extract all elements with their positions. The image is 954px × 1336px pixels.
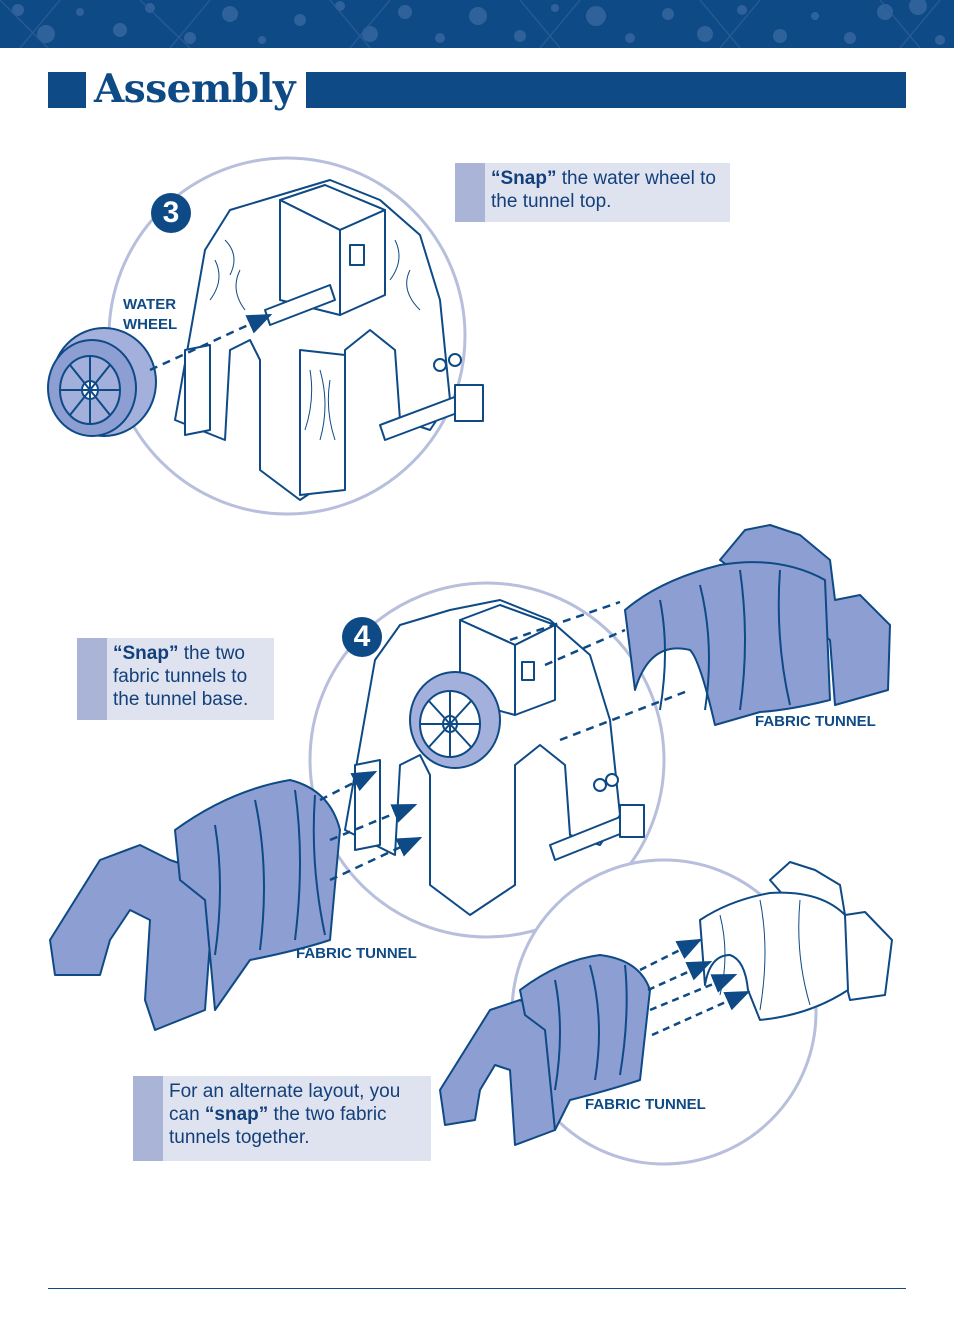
fabric-tunnel-label-alternate: FABRIC TUNNEL bbox=[585, 1096, 706, 1113]
step3-instruction: “Snap” the water wheel to the tunnel top… bbox=[455, 163, 730, 222]
water-wheel-label-line1: WATER bbox=[123, 296, 177, 313]
snap-emphasis: “Snap” bbox=[491, 168, 557, 189]
footer-divider bbox=[48, 1288, 906, 1289]
alternate-instruction: For an alternate layout, you can “snap” … bbox=[133, 1076, 431, 1161]
water-wheel-label-line2: WHEEL bbox=[123, 316, 178, 333]
step-3-badge: 3 bbox=[151, 193, 191, 233]
water-wheel-label: WATER WHEEL bbox=[123, 295, 177, 335]
dot-pattern bbox=[0, 0, 945, 48]
snap-arrow-icon bbox=[319, 770, 378, 802]
snap-arrow-icon bbox=[329, 836, 423, 882]
note-tab bbox=[133, 1076, 163, 1161]
snap-emphasis: “snap” bbox=[204, 1104, 269, 1125]
step4-instruction: “Snap” the two fabric tunnels to the tun… bbox=[77, 638, 274, 720]
water-wheel-icon bbox=[47, 327, 157, 437]
snap-arrow-icon bbox=[559, 688, 691, 742]
step-4-badge: 4 bbox=[342, 617, 382, 657]
snap-emphasis: “Snap” bbox=[113, 643, 179, 664]
step3-instruction-rest: the water wheel to the tunnel top. bbox=[491, 168, 716, 212]
header-band bbox=[0, 0, 954, 48]
title-row: Assembly bbox=[48, 66, 906, 112]
snap-arrow-icon bbox=[509, 600, 621, 642]
step4-instruction-text: “Snap” the two fabric tunnels to the tun… bbox=[113, 642, 266, 711]
snap-arrow-icon bbox=[649, 973, 738, 1012]
title-accent-bar bbox=[306, 72, 906, 108]
note-tab bbox=[77, 638, 107, 720]
alternate-instruction-text: For an alternate layout, you can “snap” … bbox=[169, 1080, 423, 1149]
snap-arrow-icon bbox=[544, 628, 626, 667]
fabric-tunnel-icon bbox=[699, 861, 893, 1021]
page-title: Assembly bbox=[94, 66, 296, 112]
fabric-tunnel-label-right: FABRIC TUNNEL bbox=[755, 713, 876, 730]
snap-arrow-icon bbox=[651, 990, 751, 1037]
alternate-instruction-pre: For an alternate layout, you can bbox=[169, 1081, 401, 1125]
note-tab bbox=[455, 163, 485, 222]
fabric-tunnel-icon bbox=[439, 954, 651, 1146]
fabric-tunnel-label-left: FABRIC TUNNEL bbox=[296, 945, 417, 962]
step4-instruction-rest: the two fabric tunnels to the tunnel bas… bbox=[113, 643, 249, 710]
title-accent-block bbox=[48, 72, 86, 108]
snap-arrow-icon bbox=[329, 803, 418, 842]
fabric-tunnel-icon bbox=[49, 779, 341, 1031]
water-wheel-icon bbox=[409, 671, 501, 769]
alternate-instruction-post: the two fabric tunnels together. bbox=[169, 1104, 387, 1148]
fabric-tunnel-icon bbox=[624, 524, 891, 726]
step3-instruction-text: “Snap” the water wheel to the tunnel top… bbox=[491, 167, 722, 213]
